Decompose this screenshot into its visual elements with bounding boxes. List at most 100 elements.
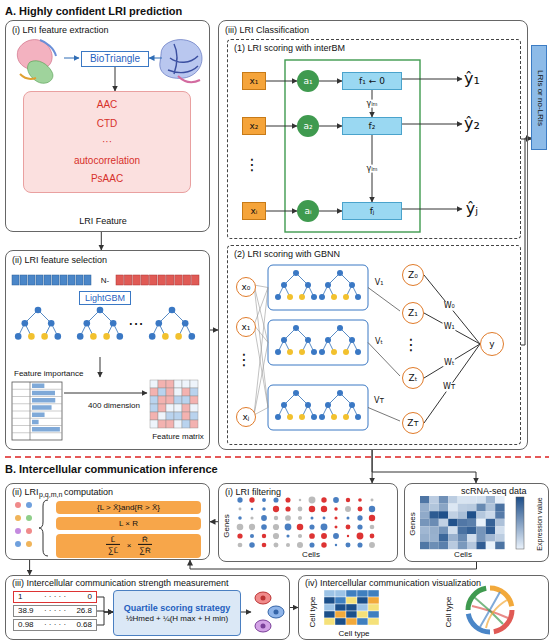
communication-heatmap — [368, 618, 379, 625]
importance-table — [12, 418, 62, 419]
flow-arrow — [64, 393, 147, 394]
gbnn-tree — [281, 402, 287, 408]
dot-plot — [238, 543, 243, 548]
gbnn-tree — [287, 349, 293, 355]
dot-plot — [370, 525, 375, 530]
expression-heatmap — [420, 496, 429, 504]
dot-plot — [299, 499, 301, 501]
gbnn-tree — [355, 349, 361, 355]
feature-matrix — [182, 404, 190, 412]
expression-heatmap — [495, 526, 504, 534]
node-text: x₀ — [242, 282, 251, 292]
dot-plot — [262, 498, 266, 502]
connector — [424, 313, 480, 344]
value-row: 1· · · · ·0 — [13, 591, 97, 603]
feature-vector — [166, 275, 173, 285]
node-text: Cells — [454, 550, 472, 559]
node-text: Zₜ — [409, 373, 418, 383]
node-text: xⱼ — [243, 412, 250, 422]
expression-heatmap — [429, 511, 438, 519]
expression-heatmap — [420, 534, 429, 542]
edge-label: γₗₘ — [365, 99, 378, 108]
gbnn-tree — [293, 270, 299, 276]
expression-heatmap — [420, 511, 429, 519]
feature-matrix — [150, 380, 198, 428]
expression-heatmap — [486, 534, 495, 542]
receptor-protein — [168, 44, 198, 74]
edge-label: W₀ — [443, 302, 456, 311]
expression-heatmap — [467, 496, 476, 504]
gbnn-tree — [355, 294, 361, 300]
expression-heatmap — [439, 511, 448, 519]
node-text: AAC — [97, 99, 118, 111]
dot-plot — [297, 542, 303, 548]
dot-plot — [239, 508, 242, 511]
importance-table — [32, 420, 39, 425]
hidden-circle: Zₜ — [402, 367, 424, 389]
importance-table — [32, 413, 45, 418]
gbnn-tree — [355, 414, 361, 420]
feature-vector — [158, 275, 165, 285]
cell-pair-icon — [15, 528, 21, 534]
feature-matrix — [174, 380, 182, 388]
feature-vector — [192, 275, 199, 285]
node-text: Feature importance — [14, 369, 83, 378]
label: ⋮ — [235, 351, 253, 369]
expression-heatmap — [476, 542, 485, 550]
dot-plot — [285, 524, 292, 531]
panel: (iv) Intercellular communication visuali… — [298, 575, 549, 640]
gbnn-tree — [343, 349, 349, 355]
node-text: f₂ — [369, 121, 376, 131]
gbnn-tree — [331, 414, 337, 420]
expression-heatmap — [429, 534, 438, 542]
node-text: autocorrelation — [74, 155, 140, 167]
expression-heatmap — [495, 496, 504, 504]
node-text: 400 dimension — [88, 401, 140, 410]
communication-heatmap — [357, 604, 368, 611]
feature-matrix — [150, 396, 158, 404]
node-text: Cell type — [338, 629, 369, 638]
node-text: f₁ ← 0 — [359, 76, 385, 86]
label: ŷ₁ — [463, 70, 481, 88]
gbnn-tree — [275, 349, 281, 355]
communication-heatmap — [346, 590, 357, 597]
dot-plot — [285, 515, 291, 521]
node-text: Cell type — [444, 596, 453, 627]
cell-pair-icon — [39, 500, 48, 556]
node-text: x₁ — [242, 322, 251, 332]
expression-heatmap — [448, 496, 457, 504]
dot-plot — [335, 544, 337, 546]
decision-tree — [90, 333, 97, 340]
gbnn-tree — [268, 265, 368, 310]
attention-circle: aᵢ — [297, 200, 319, 222]
output-arrow — [402, 209, 462, 210]
dot-plot — [298, 516, 302, 520]
decision-tree — [175, 333, 182, 340]
communication-heatmap — [324, 590, 379, 625]
hidden-circle: Zᴛ — [402, 412, 424, 434]
dot-plot — [285, 506, 290, 511]
gbnn-tree — [281, 282, 287, 288]
node-text: (2) LRI scoring with GBNN — [234, 249, 340, 259]
communication-heatmap — [346, 611, 357, 618]
dot-plot — [321, 497, 326, 502]
gbnn-tree — [368, 343, 400, 377]
dot-plot — [237, 533, 242, 538]
feature-matrix — [158, 404, 166, 412]
output-circle: y — [480, 332, 504, 356]
expression-heatmap — [420, 496, 505, 549]
score-box: f₁ ← 0 — [342, 72, 402, 90]
label: ŷⱼ — [465, 200, 479, 218]
communication-heatmap — [335, 611, 346, 618]
communication-heatmap — [357, 618, 368, 625]
node-text: (iii) Intercellular communication streng… — [12, 578, 229, 588]
node-text: 26.8 — [76, 606, 92, 615]
dot-plot — [262, 507, 265, 510]
label: ŷ₂ — [463, 115, 481, 133]
connector — [319, 211, 342, 212]
receptor-protein — [160, 40, 202, 79]
gbnn-tree — [325, 337, 331, 343]
dot-plot — [321, 542, 326, 547]
input-circle: x₀ — [236, 277, 256, 297]
expression-heatmap — [458, 511, 467, 519]
